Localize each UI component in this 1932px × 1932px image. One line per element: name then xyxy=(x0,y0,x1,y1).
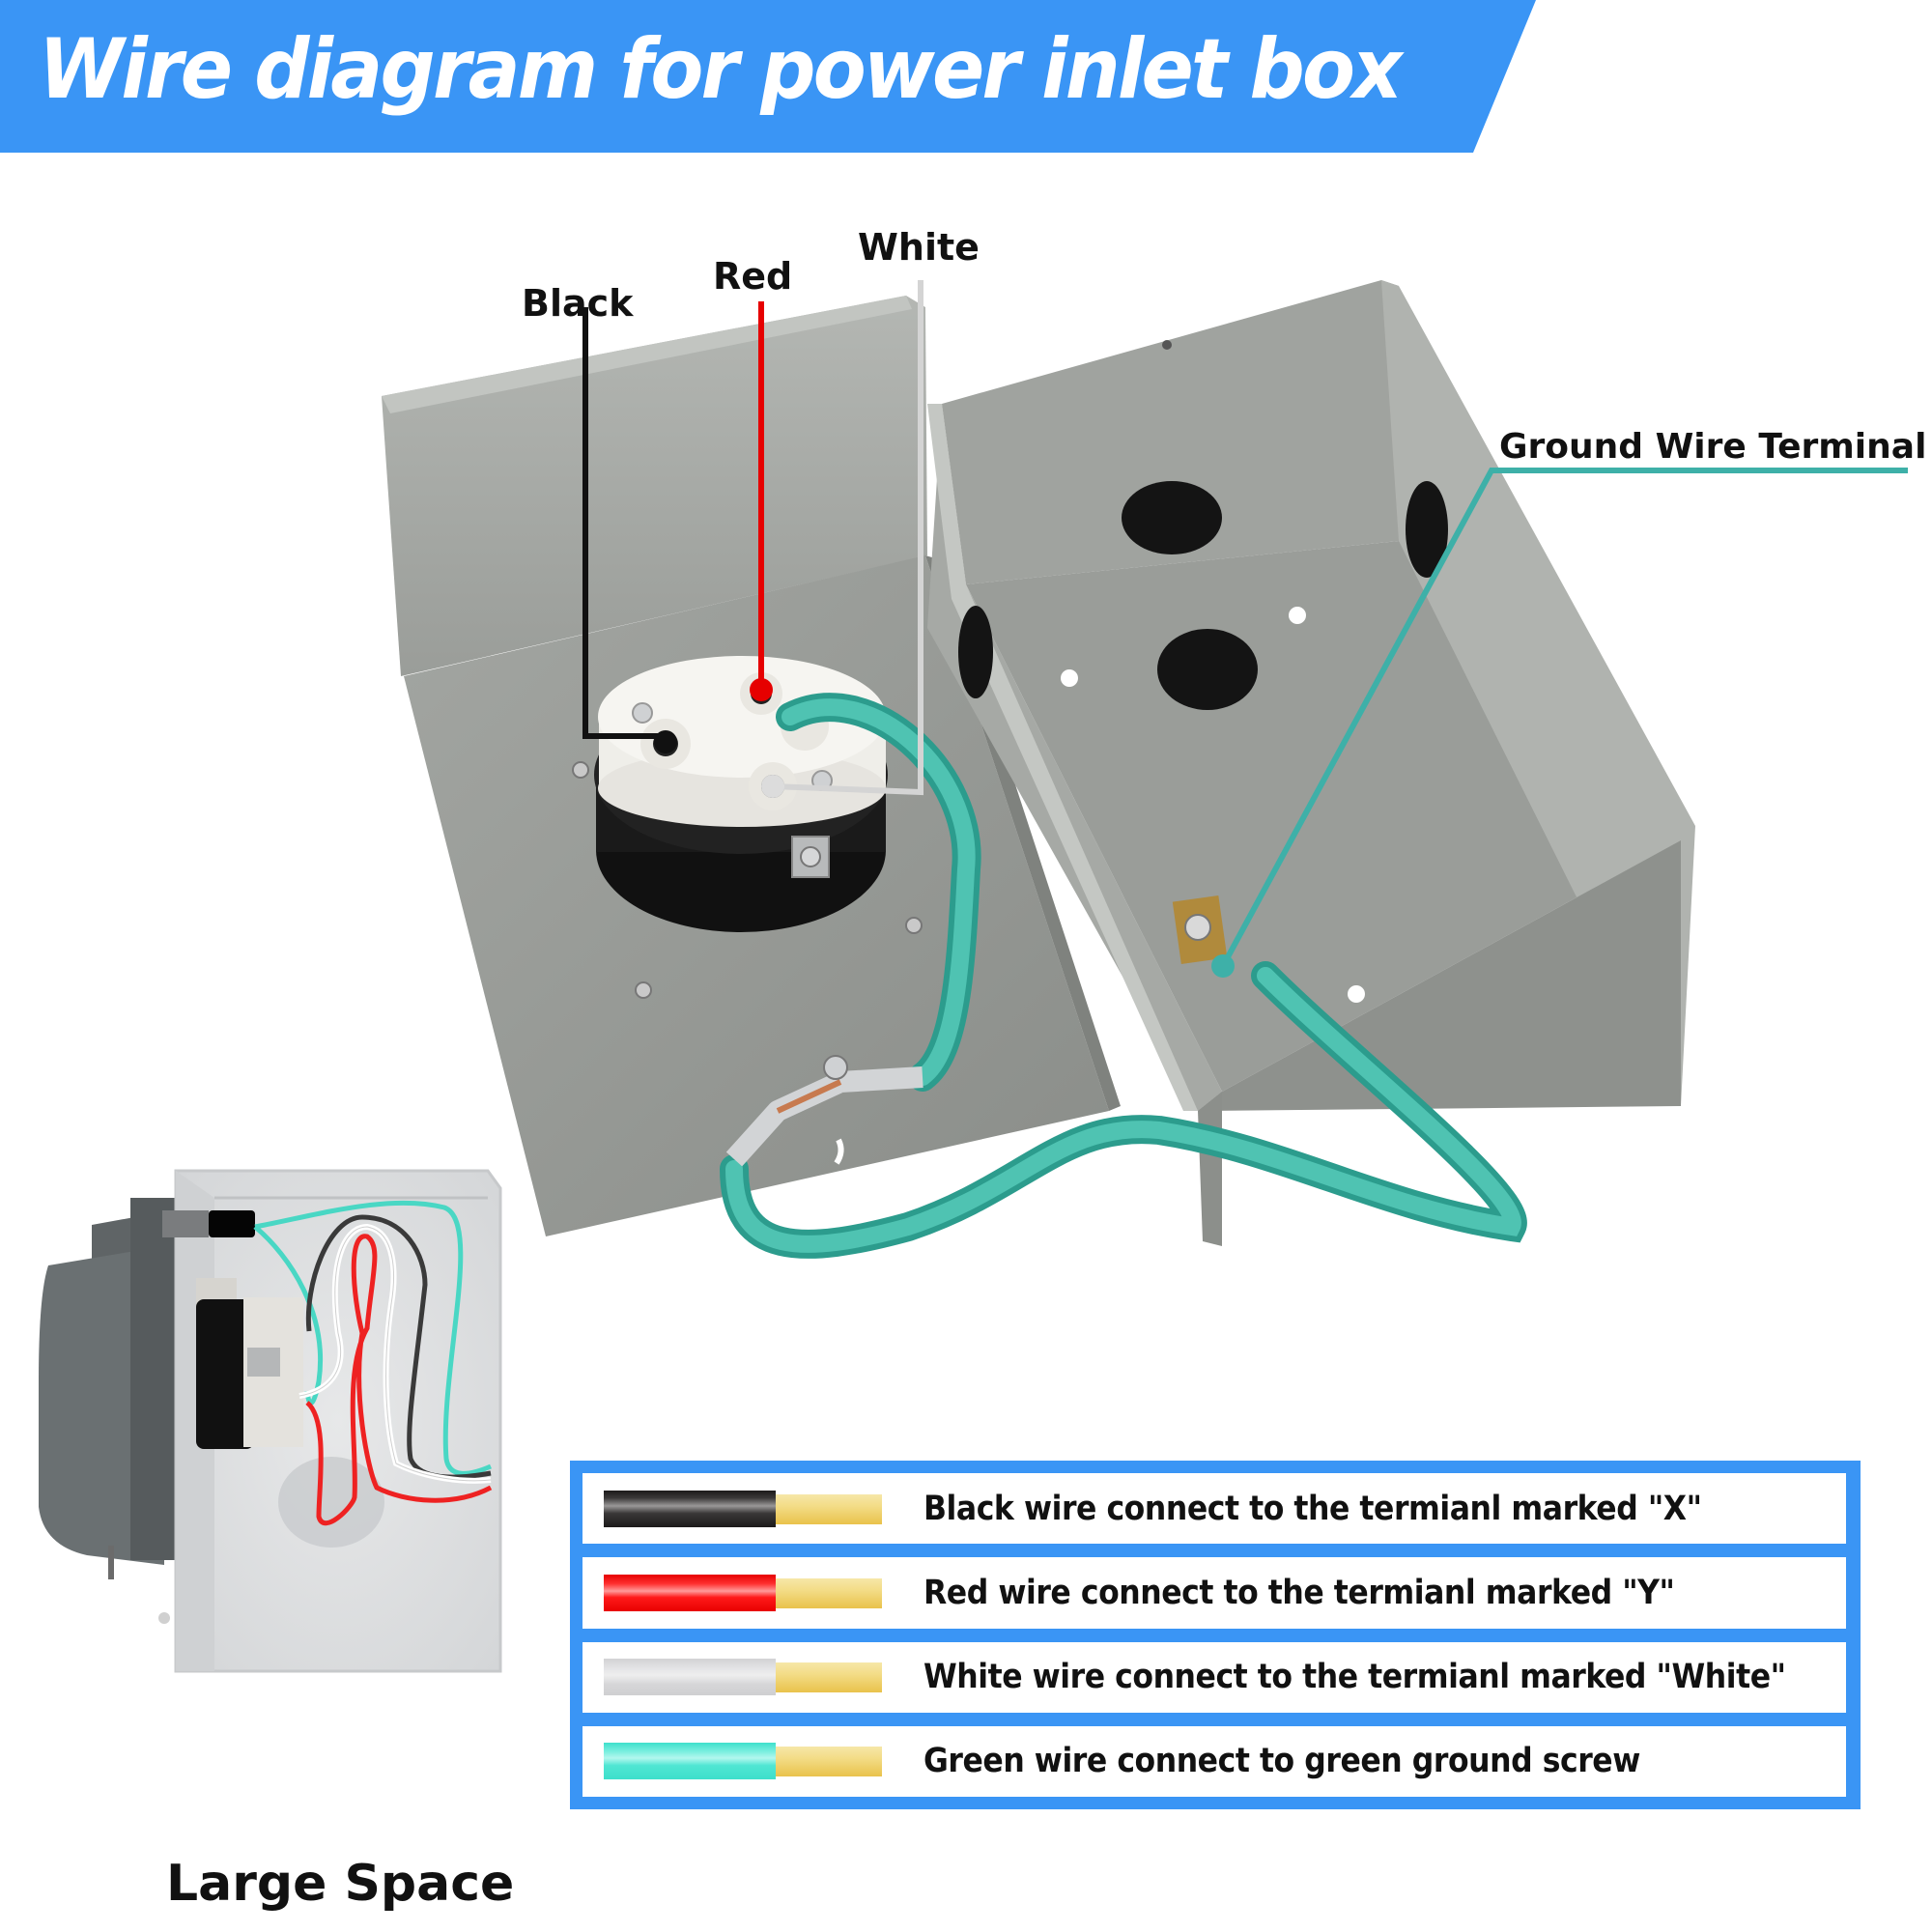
black-wire-swatch-icon xyxy=(604,1490,882,1527)
legend-text: Black wire connect to the termianl marke… xyxy=(923,1489,1702,1528)
label-white: White xyxy=(858,226,980,269)
wiring-legend: Black wire connect to the termianl marke… xyxy=(570,1461,1861,1809)
label-ground-wire-terminal: Ground Wire Terminal xyxy=(1499,427,1927,467)
legend-row-red: Red wire connect to the termianl marked … xyxy=(582,1557,1846,1629)
leader-lines xyxy=(582,280,1908,978)
side-view-illustration xyxy=(39,1169,502,1673)
legend-text: White wire connect to the termianl marke… xyxy=(923,1658,1786,1697)
legend-row-green: Green wire connect to green ground screw xyxy=(582,1725,1846,1797)
legend-row-black: Black wire connect to the termianl marke… xyxy=(582,1473,1846,1545)
label-black: Black xyxy=(522,282,634,325)
title-banner: Wire diagram for power inlet box xyxy=(0,0,1546,153)
red-wire-swatch-icon xyxy=(604,1574,882,1611)
page-title: Wire diagram for power inlet box xyxy=(39,21,1403,118)
receptacle xyxy=(594,656,888,932)
ground-leader xyxy=(1220,468,1908,968)
black-leader xyxy=(582,307,666,739)
legend-text: Red wire connect to the termianl marked … xyxy=(923,1573,1675,1612)
legend-row-white: White wire connect to the termianl marke… xyxy=(582,1641,1846,1713)
white-leader xyxy=(772,280,923,796)
side-view-caption: Large Space xyxy=(166,1855,515,1913)
label-red: Red xyxy=(713,255,793,298)
ground-wire xyxy=(720,693,1527,1259)
green-wire-swatch-icon xyxy=(604,1743,882,1780)
legend-text: Green wire connect to green ground screw xyxy=(923,1742,1640,1781)
banner-shape xyxy=(0,0,1536,153)
back-box xyxy=(927,280,1695,1246)
white-wire-swatch-icon xyxy=(604,1659,882,1696)
